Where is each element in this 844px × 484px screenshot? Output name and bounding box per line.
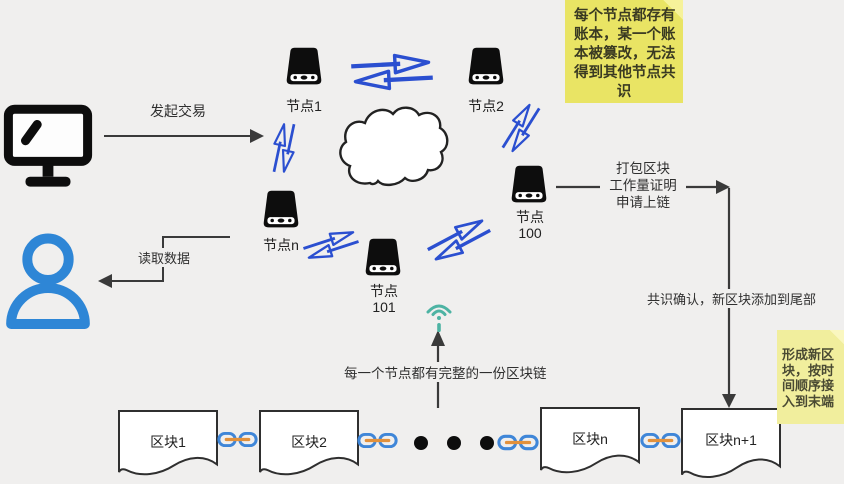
- node101-icon: [365, 238, 401, 276]
- node100-icon: [511, 165, 547, 203]
- node2-label: 节点2: [468, 98, 504, 114]
- initiate-label: 发起交易: [150, 103, 206, 119]
- computer-icon: [3, 104, 93, 187]
- three-dots-icon: [414, 436, 494, 450]
- read-data-label: 读取数据: [136, 248, 193, 267]
- block1-label: 区块1: [150, 434, 186, 450]
- note-tamper: 每个节点都存有 账本，某一个账 本被篡改，无法 得到其他节点共 识: [565, 0, 683, 103]
- consensus-label: 共识确认，新区块添加到尾部: [645, 289, 819, 308]
- exchange-arrow-n1-n2: [348, 50, 436, 94]
- noden-icon: [263, 190, 299, 228]
- cloud-icon: [339, 106, 449, 186]
- blockn1-label: 区块n+1: [705, 432, 757, 448]
- package-label: 打包区块 工作量证明 申请上链: [600, 160, 686, 211]
- node100-label: 节点 100: [516, 209, 544, 241]
- chain-link-icon-3: [497, 434, 539, 451]
- blockn-label: 区块n: [572, 431, 608, 447]
- node1-icon: [286, 47, 322, 85]
- note-new-block: 形成新区 块，按时 间顺序接 入到末端: [777, 330, 844, 424]
- node1-label: 节点1: [286, 98, 322, 114]
- noden-label: 节点n: [263, 237, 299, 253]
- initiate-arrow: [104, 129, 264, 143]
- chain-link-icon-2: [357, 432, 398, 449]
- wifi-icon: [426, 304, 452, 332]
- node101-label: 节点 101: [370, 283, 398, 315]
- chain-link-icon-4: [640, 432, 681, 449]
- block2-label: 区块2: [291, 434, 327, 450]
- full-copy-label: 每一个节点都有完整的一份区块链: [342, 362, 549, 382]
- chain-link-icon-1: [217, 431, 258, 448]
- node2-icon: [468, 47, 504, 85]
- person-icon: [6, 233, 90, 329]
